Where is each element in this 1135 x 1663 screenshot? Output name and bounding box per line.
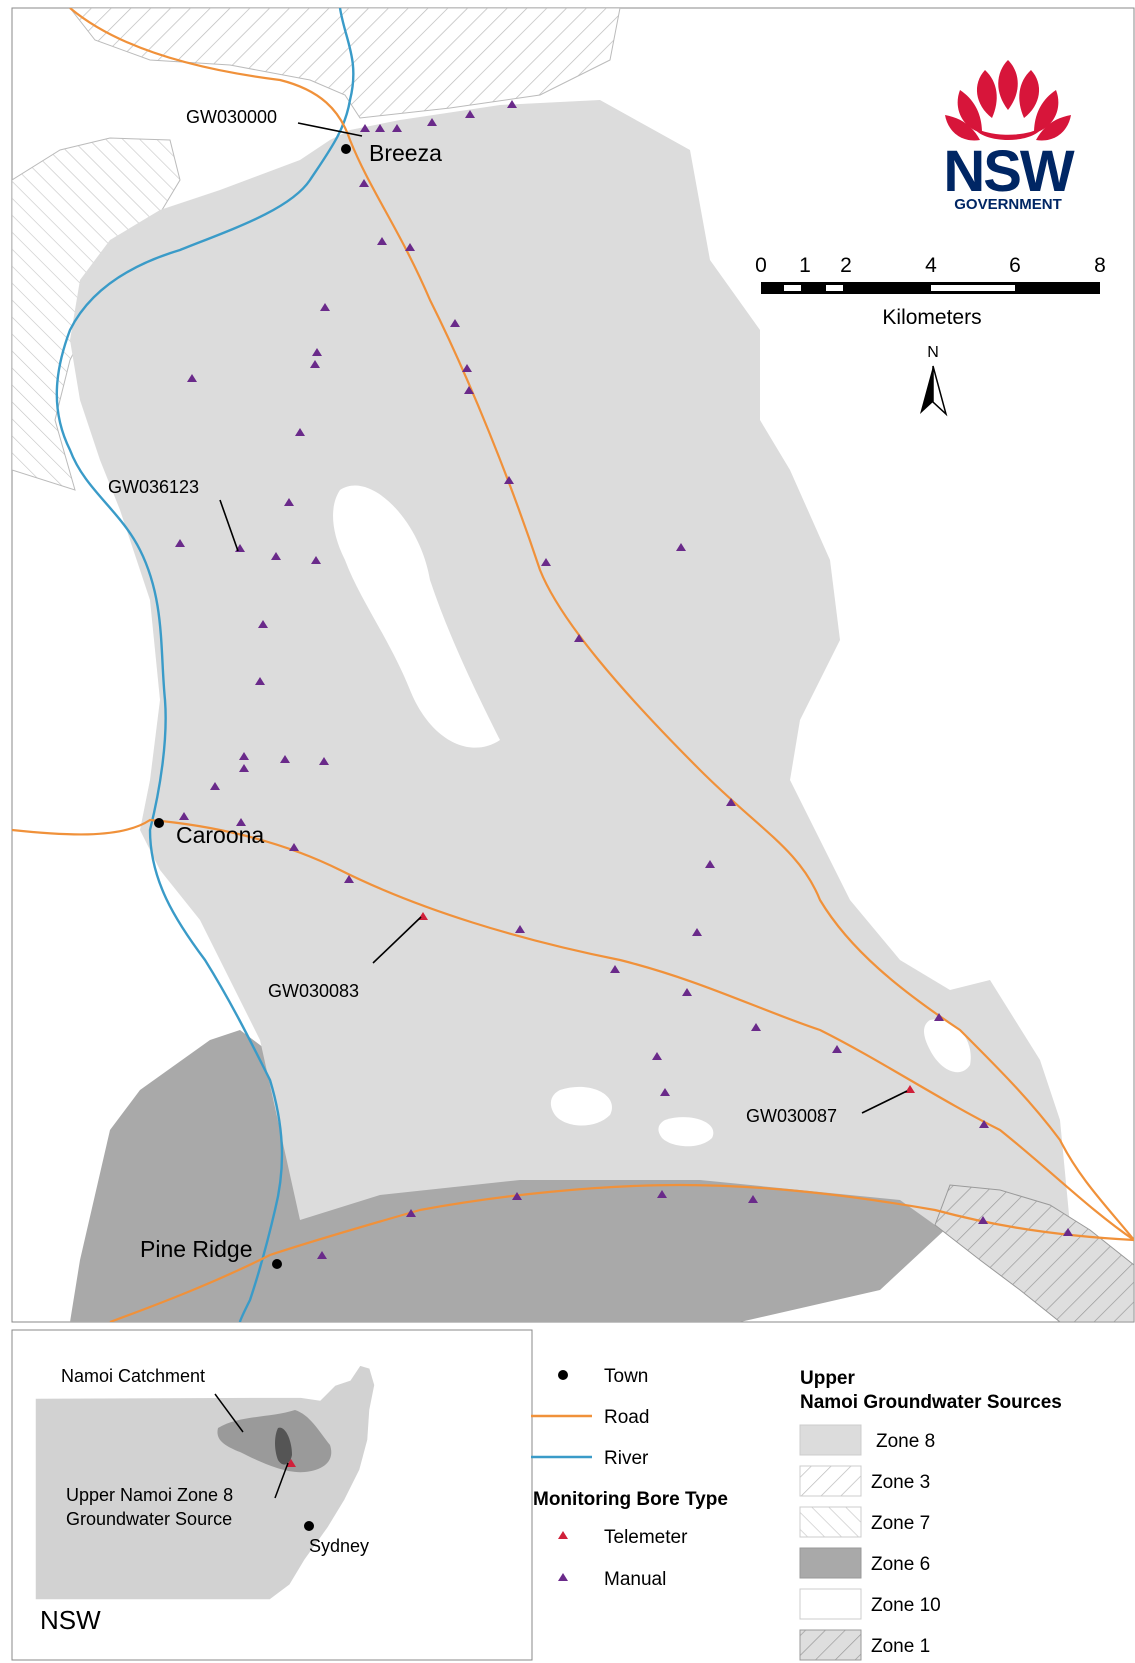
town-marker-breeza [341, 144, 351, 154]
inset-telemeter-marker [286, 1459, 296, 1467]
legend-zone7-label: Zone 7 [871, 1513, 930, 1534]
scale-tick-4: 4 [925, 254, 937, 277]
zone3-area [69, 8, 621, 119]
scale-tick-1: 1 [799, 254, 811, 277]
inset-namoi-catchment [217, 1410, 332, 1473]
legend-town-icon [558, 1370, 568, 1380]
manual-bores [175, 100, 1073, 1259]
legend-manual-icon [558, 1573, 568, 1581]
leader-gw030087 [861, 1090, 908, 1114]
nsw-logo-subtext: GOVERNMENT [954, 196, 1062, 213]
towns [154, 144, 351, 1269]
legend-river-label: River [604, 1448, 649, 1469]
scale-tick-0: 0 [755, 254, 767, 277]
legend-sources-title-2: Namoi Groundwater Sources [800, 1392, 1062, 1413]
inset-upper-namoi [275, 1427, 292, 1465]
inset-catchment-label: Namoi Catchment [61, 1366, 205, 1386]
scale-tick-6: 6 [1009, 254, 1021, 277]
legend-road-label: Road [604, 1407, 649, 1428]
inset-leader-catchment [214, 1393, 244, 1433]
legend-telemeter-label: Telemeter [604, 1527, 688, 1548]
north-arrow-icon [920, 365, 948, 417]
legend-zone10-swatch [799, 1588, 862, 1620]
zone10-island-1 [333, 485, 500, 748]
inset-state-label: NSW [40, 1605, 101, 1635]
nsw-waratah-logo [945, 60, 1071, 141]
legend-telemeter-icon [558, 1531, 568, 1539]
bore-label-gw030087: GW030087 [746, 1106, 837, 1126]
scale-bar [761, 282, 1100, 294]
town-marker-caroona [154, 818, 164, 828]
river-line [55, 8, 355, 1322]
inset-leader-source [274, 1462, 289, 1499]
legend-zone7-swatch [799, 1506, 862, 1538]
bore-label-gw036123: GW036123 [108, 477, 199, 497]
inset-sydney-marker [304, 1521, 314, 1531]
legend-zone6-label: Zone 6 [871, 1554, 930, 1575]
zone8-area [70, 100, 1070, 1225]
legend-zone8-swatch [799, 1424, 862, 1456]
town-label-pine-ridge: Pine Ridge [140, 1236, 253, 1262]
legend-zone1-label: Zone 1 [871, 1636, 930, 1657]
inset-source-label-2: Groundwater Source [66, 1509, 232, 1529]
scale-tick-2: 2 [840, 254, 852, 277]
legend-zone1-swatch [799, 1629, 862, 1661]
inset-sydney-label: Sydney [309, 1536, 369, 1556]
town-label-caroona: Caroona [176, 822, 264, 848]
legend-zone8-label: Zone 8 [876, 1431, 935, 1452]
legend-zone3-swatch [799, 1465, 862, 1497]
legend-zone3-label: Zone 3 [871, 1472, 930, 1493]
nsw-logo-text: NSW [943, 139, 1075, 204]
zone10-island-3 [658, 1117, 714, 1147]
bore-label-gw030000: GW030000 [186, 107, 277, 127]
bore-label-gw030083: GW030083 [268, 981, 359, 1001]
legend-sources-title-1: Upper [800, 1368, 856, 1389]
town-label-breeza: Breeza [369, 140, 442, 166]
legend-town-label: Town [604, 1366, 648, 1387]
scale-unit: Kilometers [882, 306, 981, 329]
town-marker-pine-ridge [272, 1259, 282, 1269]
legend-zone10-label: Zone 10 [871, 1595, 941, 1616]
legend-zone6-swatch [799, 1547, 862, 1579]
inset-source-label-1: Upper Namoi Zone 8 [66, 1485, 233, 1505]
zone10-island-2 [550, 1086, 612, 1126]
north-label: N [927, 344, 939, 361]
legend-bore-title: Monitoring Bore Type [533, 1489, 728, 1510]
leader-gw036123 [219, 499, 239, 552]
zone10-island-4 [924, 1019, 971, 1073]
road-main-ns [69, 8, 1134, 1241]
leader-gw030083 [372, 916, 422, 964]
legend: Town Road River Monitoring Bore Type Tel… [531, 1366, 1062, 1661]
scale-tick-8: 8 [1094, 254, 1106, 277]
leader-gw030000 [297, 122, 363, 137]
road-pine-ridge [109, 1183, 1134, 1322]
legend-manual-label: Manual [604, 1569, 666, 1590]
